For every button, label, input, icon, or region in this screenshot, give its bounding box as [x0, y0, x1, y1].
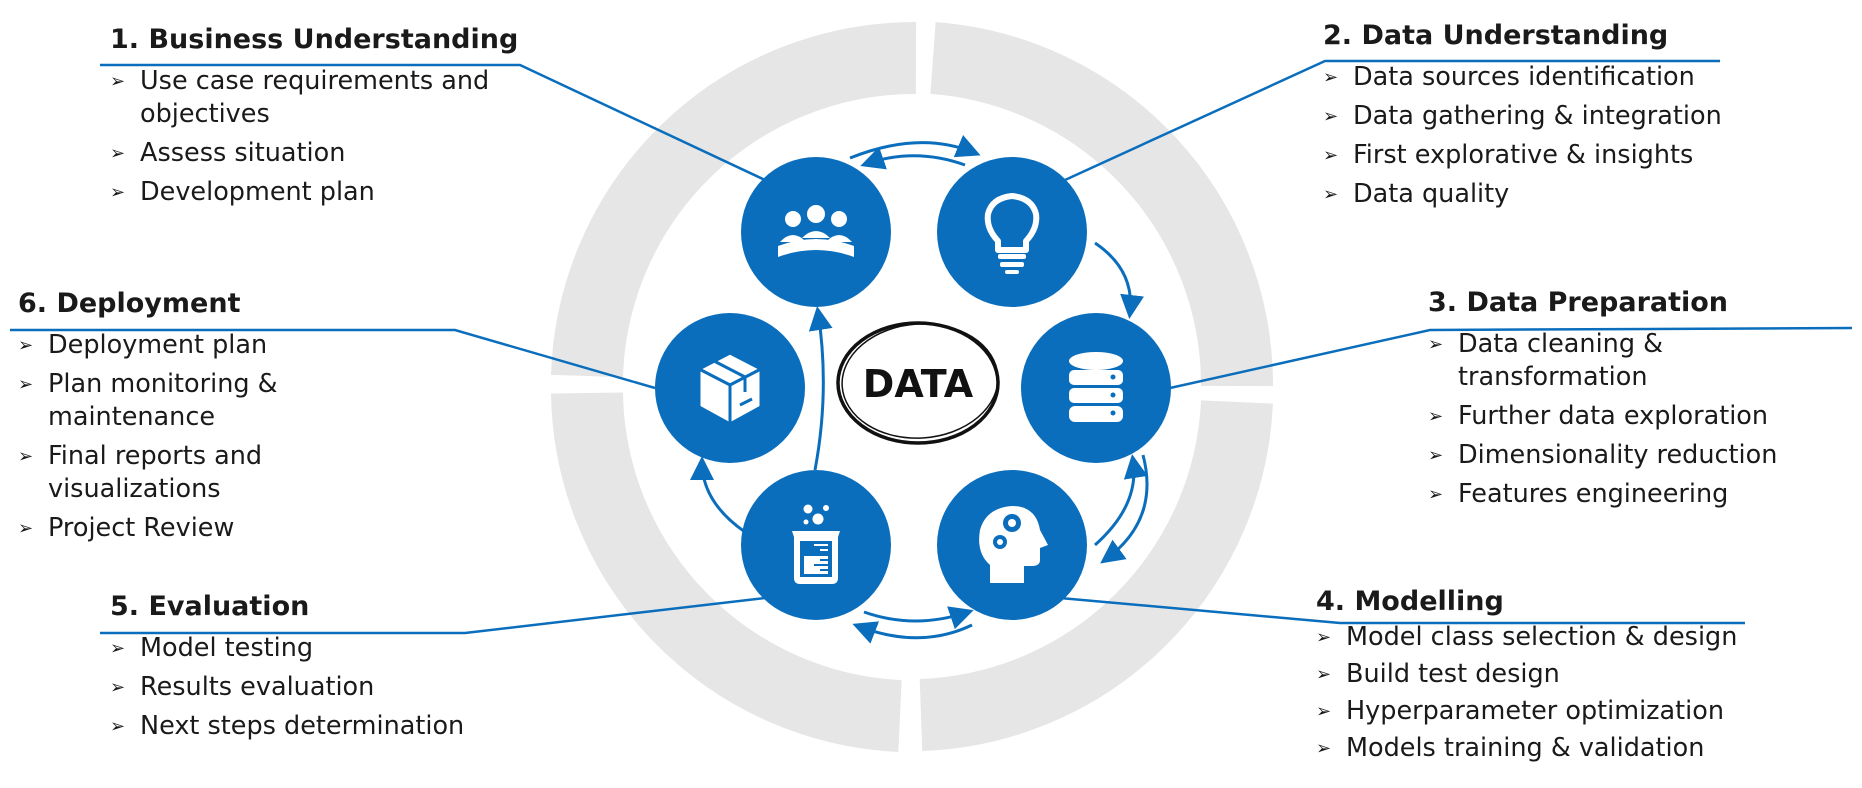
- stage-deployment: 6. Deployment ➢Deployment plan ➢Plan mon…: [18, 288, 338, 551]
- list-item: ➢Further data exploration: [1428, 401, 1769, 431]
- arrow-5-to-6: [690, 456, 746, 534]
- bullet-arrow-icon: ➢: [1316, 738, 1332, 759]
- arrow-4-to-3-inner: [1094, 454, 1148, 547]
- list-item: ➢Plan monitoring & maintenance: [18, 369, 278, 432]
- connector-data-preparation: [1169, 326, 1853, 390]
- circle-evaluation: [741, 470, 891, 620]
- list-item: ➢Project Review: [18, 513, 235, 543]
- arrow-1-to-2-inner: [860, 146, 966, 170]
- list-item: ➢First explorative & insights: [1323, 140, 1694, 170]
- lightbulb-icon: [984, 193, 1040, 274]
- circle-business-understanding: [741, 157, 891, 307]
- list-item: ➢Model class selection & design: [1316, 622, 1738, 652]
- list-item: ➢Data gathering & integration: [1323, 101, 1722, 131]
- bullet-arrow-icon: ➢: [110, 71, 126, 92]
- circle-modelling: [937, 470, 1087, 620]
- list-item: ➢Deployment plan: [18, 330, 268, 360]
- team-meeting-icon: [778, 205, 854, 257]
- stage-items: ➢Deployment plan ➢Plan monitoring & main…: [18, 329, 338, 545]
- stage-items: ➢Data cleaning & transformation ➢Further…: [1428, 328, 1848, 511]
- list-item: ➢Model testing: [110, 633, 314, 663]
- connector-modelling: [1059, 596, 1745, 625]
- bullet-arrow-icon: ➢: [1316, 627, 1332, 648]
- bullet-arrow-icon: ➢: [1316, 701, 1332, 722]
- list-item: ➢Assess situation: [110, 138, 346, 168]
- ring-arc-bottom-left: [551, 392, 902, 752]
- list-item: ➢Development plan: [110, 177, 375, 207]
- connector-lines: [10, 59, 1853, 635]
- arrow-5-to-1: [808, 306, 833, 471]
- bullet-arrow-icon: ➢: [1428, 406, 1444, 427]
- list-item: ➢Next steps determination: [110, 711, 465, 741]
- list-item: ➢Data quality: [1323, 179, 1510, 209]
- stage-modelling: 4. Modelling ➢Model class selection & de…: [1316, 586, 1856, 769]
- circle-data-preparation: [1021, 313, 1171, 463]
- bullet-arrow-icon: ➢: [18, 518, 34, 539]
- stage-items: ➢Use case requirements and objectives ➢A…: [110, 65, 570, 209]
- circle-data-understanding: [937, 157, 1087, 307]
- list-item: ➢Models training & validation: [1316, 733, 1705, 763]
- bullet-arrow-icon: ➢: [1428, 484, 1444, 505]
- circle-deployment: [655, 313, 805, 463]
- connector-evaluation: [100, 596, 766, 635]
- stage-items: ➢Model testing ➢Results evaluation ➢Next…: [110, 632, 570, 743]
- connector-business: [100, 63, 766, 182]
- center-label: DATA: [863, 362, 974, 406]
- bullet-arrow-icon: ➢: [110, 182, 126, 203]
- stage-items: ➢Data sources identification ➢Data gathe…: [1323, 61, 1843, 211]
- stage-title: 5. Evaluation: [110, 591, 310, 622]
- bullet-arrow-icon: ➢: [1323, 106, 1339, 127]
- list-item: ➢Final reports and visualizations: [18, 441, 263, 504]
- center-data: DATA: [836, 321, 1000, 445]
- bullet-arrow-icon: ➢: [110, 638, 126, 659]
- list-item: ➢Data sources identification: [1323, 62, 1695, 92]
- connector-deployment: [10, 328, 656, 390]
- bullet-arrow-icon: ➢: [18, 335, 34, 356]
- bullet-arrow-icon: ➢: [18, 446, 34, 467]
- arrow-2-to-3: [1094, 241, 1144, 319]
- stage-title: 2. Data Understanding: [1323, 20, 1669, 51]
- bullet-arrow-icon: ➢: [1316, 664, 1332, 685]
- connector-data-understanding: [1064, 59, 1720, 182]
- bullet-arrow-icon: ➢: [1323, 145, 1339, 166]
- list-item: ➢Results evaluation: [110, 672, 375, 702]
- ring-arc-top-left: [551, 21, 917, 378]
- arrow-4-to-5-outer: [852, 621, 973, 644]
- stage-title: 6. Deployment: [18, 288, 241, 319]
- cycle-ring: [551, 21, 1274, 752]
- stage-data-understanding: 2. Data Understanding ➢Data sources iden…: [1323, 20, 1843, 217]
- database-icon: [1069, 352, 1123, 422]
- cycle-arrows: [690, 134, 1149, 644]
- bullet-arrow-icon: ➢: [1323, 184, 1339, 205]
- bullet-arrow-icon: ➢: [18, 374, 34, 395]
- list-item: ➢Dimensionality reduction: [1428, 440, 1778, 470]
- bullet-arrow-icon: ➢: [1428, 334, 1444, 355]
- bullet-arrow-icon: ➢: [1323, 67, 1339, 88]
- stage-data-preparation: 3. Data Preparation ➢Data cleaning & tra…: [1428, 287, 1848, 517]
- ring-arc-bottom-right: [919, 400, 1273, 751]
- bullet-arrow-icon: ➢: [110, 716, 126, 737]
- stage-title: 4. Modelling: [1316, 586, 1504, 617]
- beaker-icon: [792, 504, 840, 584]
- ring-arc-top-right: [930, 22, 1274, 387]
- list-item: ➢Use case requirements and objectives: [110, 66, 490, 129]
- bullet-arrow-icon: ➢: [110, 143, 126, 164]
- stage-evaluation: 5. Evaluation ➢Model testing ➢Results ev…: [110, 591, 570, 749]
- list-item: ➢Hyperparameter optimization: [1316, 696, 1725, 726]
- stage-business-understanding: 1. Business Understanding ➢Use case requ…: [110, 24, 570, 215]
- head-gears-icon: [979, 506, 1048, 583]
- stage-items: ➢Model class selection & design ➢Build t…: [1316, 621, 1856, 765]
- stage-title: 3. Data Preparation: [1428, 287, 1729, 318]
- stage-circles: [655, 157, 1171, 620]
- list-item: ➢Build test design: [1316, 659, 1560, 689]
- bullet-arrow-icon: ➢: [1428, 445, 1444, 466]
- package-box-icon: [697, 351, 763, 426]
- arrow-5-to-4-inner: [863, 606, 974, 630]
- list-item: ➢Data cleaning & transformation: [1428, 329, 1663, 392]
- stage-title: 1. Business Understanding: [110, 24, 519, 55]
- bullet-arrow-icon: ➢: [110, 677, 126, 698]
- list-item: ➢Features engineering: [1428, 479, 1729, 509]
